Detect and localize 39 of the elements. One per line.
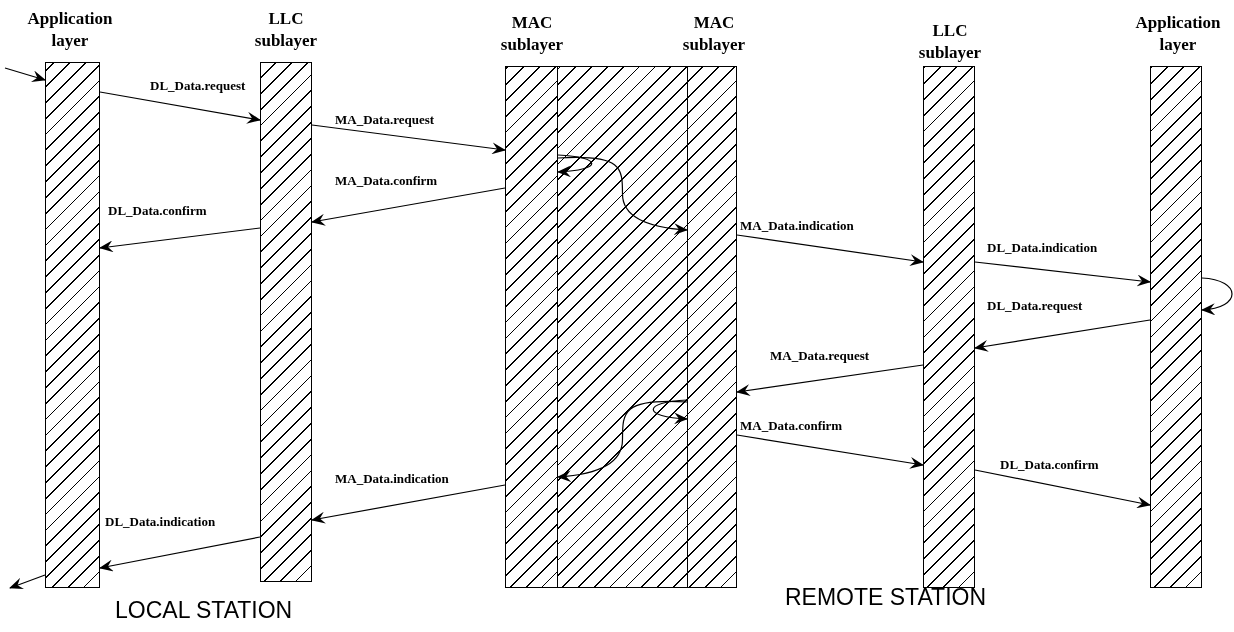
arrow: [557, 154, 593, 178]
station-label: REMOTE STATION: [785, 584, 987, 611]
arrow: [736, 434, 924, 469]
arrow: [652, 399, 688, 425]
arrow: [736, 234, 924, 267]
edge-label: MA_Data.request: [335, 112, 435, 127]
layer-heading: LLC sublayer: [253, 8, 319, 52]
arrow: [1201, 277, 1233, 315]
arrow: [99, 91, 261, 124]
edge-label: DL_Data.request: [987, 298, 1083, 313]
arrow: [974, 261, 1151, 287]
edge-label: MA_Data.indication: [740, 218, 854, 233]
arrow: [736, 364, 924, 397]
arrow: [557, 156, 688, 235]
edge-label: DL_Data.indication: [987, 240, 1098, 255]
arrow: [4, 67, 46, 82]
edge-label: MA_Data.request: [770, 348, 870, 363]
layer-heading: LLC sublayer: [917, 20, 983, 64]
layer-heading: MAC sublayer: [499, 12, 565, 56]
arrow: [311, 187, 506, 226]
edge-label: DL_Data.confirm: [1000, 457, 1099, 472]
arrow: [99, 536, 261, 572]
edge-label: MA_Data.confirm: [740, 418, 843, 433]
edge-label: DL_Data.request: [150, 78, 246, 93]
arrow: [99, 227, 261, 253]
edge-label: DL_Data.confirm: [108, 203, 207, 218]
layer-heading: Application layer: [26, 8, 114, 52]
edge-label: MA_Data.indication: [335, 471, 449, 486]
edge-label: DL_Data.indication: [105, 514, 216, 529]
arrow: [974, 319, 1151, 352]
arrow: [9, 574, 46, 590]
arrow: [974, 469, 1151, 509]
station-label: LOCAL STATION: [115, 597, 293, 624]
arrow: [557, 400, 688, 482]
arrow: [311, 124, 506, 155]
edge-label: MA_Data.confirm: [335, 173, 438, 188]
layer-heading: Application layer: [1134, 12, 1222, 56]
arrow: [311, 484, 506, 524]
layer-heading: MAC sublayer: [681, 12, 747, 56]
